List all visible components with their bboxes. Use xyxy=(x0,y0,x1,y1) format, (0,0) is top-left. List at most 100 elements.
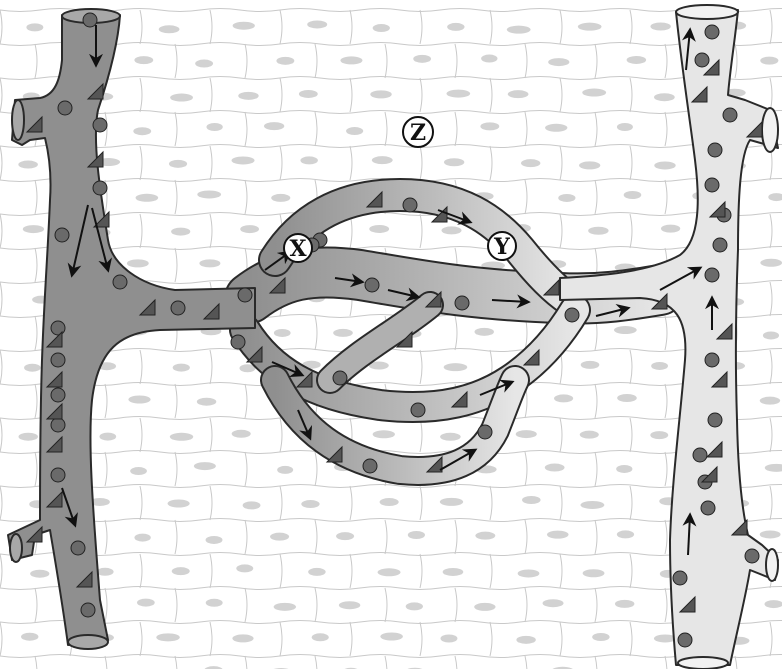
tissue-nucleus xyxy=(170,433,193,441)
tissue-line xyxy=(0,77,782,80)
red-blood-cell-circle xyxy=(83,13,97,27)
tissue-nucleus xyxy=(264,122,284,130)
label-z-text: Z xyxy=(410,120,426,146)
red-blood-cell-circle xyxy=(51,418,65,432)
tissue-nucleus xyxy=(413,55,431,63)
tissue-nucleus xyxy=(240,225,259,233)
tissue-cell-border xyxy=(560,554,562,588)
tissue-cell-border xyxy=(245,452,247,486)
tissue-nucleus xyxy=(276,57,294,65)
tissue-cell-border xyxy=(280,418,282,452)
red-blood-cell-circle xyxy=(81,603,95,617)
tissue-nucleus xyxy=(408,531,425,539)
tissue-cell-border xyxy=(560,10,562,44)
tissue-cell-border xyxy=(315,112,317,146)
tissue-nucleus xyxy=(243,501,261,509)
tissue-cell-border xyxy=(630,554,632,588)
tissue-cell-border xyxy=(350,622,352,656)
tissue-line xyxy=(0,247,782,250)
tissue-nucleus xyxy=(554,394,573,402)
tissue-nucleus xyxy=(558,194,575,202)
tissue-cell-border xyxy=(35,248,37,282)
red-blood-cell-circle xyxy=(705,268,719,282)
tissue-cell-border xyxy=(210,554,212,588)
tissue-nucleus xyxy=(516,430,537,438)
tissue-nucleus xyxy=(444,363,468,371)
tissue-nucleus xyxy=(765,464,782,472)
tissue-nucleus xyxy=(238,92,258,100)
tissue-nucleus xyxy=(274,603,296,611)
tissue-nucleus xyxy=(650,431,668,439)
tissue-cell-border xyxy=(490,554,492,588)
tissue-nucleus xyxy=(372,156,393,164)
tissue-cell-border xyxy=(420,554,422,588)
tissue-nucleus xyxy=(627,56,647,64)
tissue-nucleus xyxy=(651,362,668,370)
red-blood-cell-circle xyxy=(693,448,707,462)
tissue-cell-border xyxy=(175,384,177,418)
tissue-cell-border xyxy=(525,180,527,214)
red-blood-cell-circle xyxy=(113,275,127,289)
tissue-cell-border xyxy=(280,10,282,44)
tissue-cell-border xyxy=(770,418,772,452)
tissue-cell-border xyxy=(0,78,2,112)
tissue-cell-border xyxy=(210,418,212,452)
red-blood-cell-circle xyxy=(93,181,107,195)
tissue-line xyxy=(0,213,782,216)
tissue-nucleus xyxy=(580,501,604,509)
tissue-cell-border xyxy=(595,180,597,214)
tissue-nucleus xyxy=(582,89,606,97)
tissue-cell-border xyxy=(525,588,527,622)
tissue-nucleus xyxy=(370,90,391,98)
tissue-nucleus xyxy=(578,23,602,31)
tissue-cell-border xyxy=(560,78,562,112)
tissue-nucleus xyxy=(760,259,782,267)
red-blood-cell-circle xyxy=(705,178,719,192)
tissue-cell-border xyxy=(490,486,492,520)
tissue-cell-border xyxy=(35,384,37,418)
tissue-cell-border xyxy=(210,622,212,656)
tissue-nucleus xyxy=(26,23,43,31)
tissue-nucleus xyxy=(650,23,670,31)
tissue-nucleus xyxy=(378,568,401,576)
tissue-cell-border xyxy=(560,622,562,656)
tissue-nucleus xyxy=(583,569,605,577)
red-blood-cell-circle xyxy=(701,501,715,515)
tissue-nucleus xyxy=(443,568,464,576)
tissue-cell-border xyxy=(770,350,772,384)
tissue-nucleus xyxy=(516,636,535,644)
tissue-cell-border xyxy=(210,214,212,248)
tissue-cell-border xyxy=(280,622,282,656)
tissue-cell-border xyxy=(140,146,142,180)
tissue-cell-border xyxy=(630,486,632,520)
red-blood-cell-circle xyxy=(363,459,377,473)
tissue-nucleus xyxy=(232,430,251,438)
tissue-nucleus xyxy=(481,55,497,63)
tissue-cell-border xyxy=(105,588,107,622)
tissue-cell-border xyxy=(0,350,2,384)
tissue-nucleus xyxy=(277,466,293,474)
tissue-cell-border xyxy=(560,418,562,452)
tissue-nucleus xyxy=(373,24,390,32)
tissue-nucleus xyxy=(301,500,319,508)
tissue-cell-border xyxy=(770,10,772,44)
red-blood-cell-circle xyxy=(231,335,245,349)
tissue-cell-border xyxy=(595,520,597,554)
tissue-nucleus xyxy=(206,123,222,131)
tissue-cell-border xyxy=(140,486,142,520)
tissue-line xyxy=(0,485,782,488)
tissue-cell-border xyxy=(420,214,422,248)
tissue-cell-border xyxy=(175,112,177,146)
red-blood-cell-circle xyxy=(55,228,69,242)
tissue-nucleus xyxy=(232,634,253,642)
tissue-nucleus xyxy=(624,191,642,199)
tissue-nucleus xyxy=(18,161,38,169)
tissue-nucleus xyxy=(308,568,326,576)
tissue-line xyxy=(0,553,782,556)
tissue-cell-border xyxy=(175,44,177,78)
tissue-nucleus xyxy=(617,394,637,402)
tissue-cell-border xyxy=(280,78,282,112)
tissue-cell-border xyxy=(175,588,177,622)
tissue-cell-border xyxy=(525,656,527,669)
tissue-cell-border xyxy=(385,44,387,78)
